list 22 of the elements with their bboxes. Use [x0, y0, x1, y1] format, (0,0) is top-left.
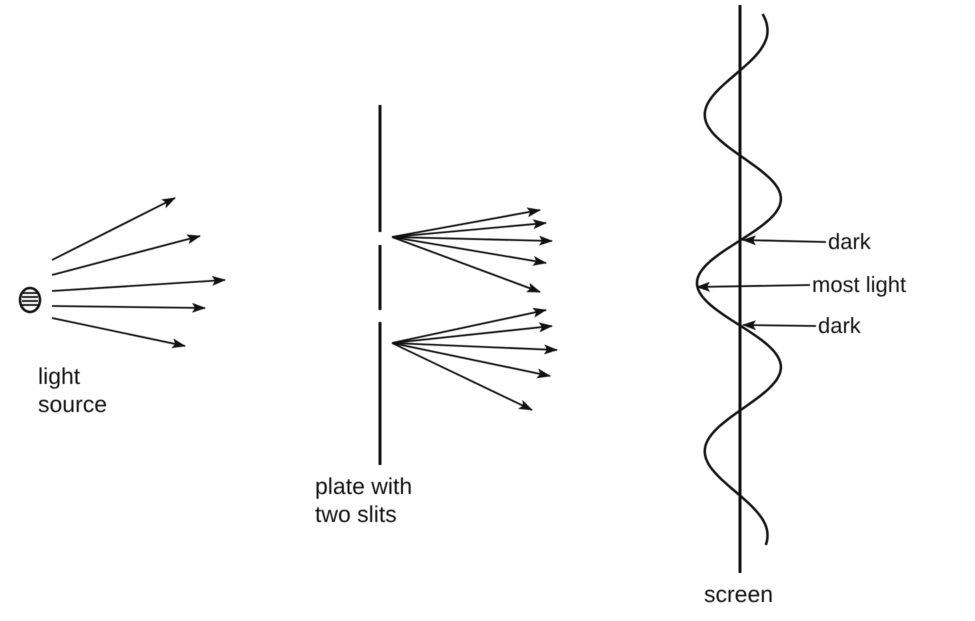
light-ray-arrow — [392, 236, 541, 293]
label-text: most light — [812, 272, 906, 297]
light-ray-arrow — [392, 207, 541, 238]
light-ray-arrow — [392, 236, 547, 266]
node-label: plate with two slits — [315, 472, 414, 528]
light-ray-arrow — [392, 236, 553, 246]
label-text: dark — [828, 229, 871, 254]
light-ray-arrow — [52, 276, 226, 292]
leader-arrow — [742, 235, 826, 246]
leader-arrow — [742, 320, 816, 330]
light-ray-arrow — [392, 342, 558, 354]
light-ray-arrow — [52, 234, 201, 276]
leader-arrow — [696, 282, 810, 292]
light-ray-arrow — [52, 317, 186, 348]
light-ray-arrow — [392, 342, 551, 378]
light-ray-arrow — [52, 197, 176, 261]
label-text: dark — [818, 313, 861, 338]
node-label: screen — [704, 580, 774, 608]
light-ray-arrow — [52, 302, 206, 313]
node-label: light source — [38, 362, 108, 418]
light-ray-arrow — [392, 308, 547, 344]
light-ray-arrow — [392, 342, 533, 411]
